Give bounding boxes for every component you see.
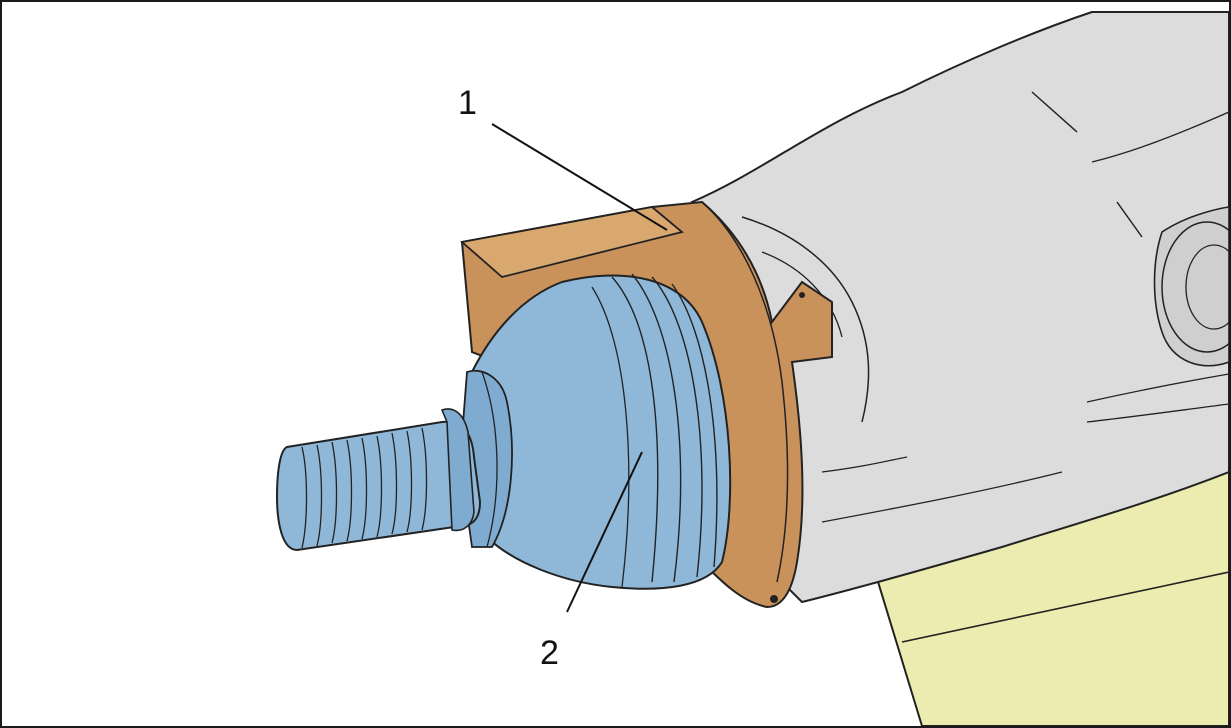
boot-fold-line	[671, 283, 718, 568]
callout-1: 1	[458, 84, 477, 122]
arm-contour-line	[1116, 201, 1143, 238]
arm-contour-line	[1031, 91, 1078, 133]
retaining-plate-lip	[460, 206, 684, 278]
boot-fold-line	[611, 276, 659, 583]
leader-line-1	[491, 123, 668, 231]
control-arm-bushing	[1153, 206, 1229, 367]
retaining-plate-edge	[701, 201, 789, 583]
stud-shoulder	[440, 408, 475, 532]
boot-fold-line	[591, 286, 630, 588]
bushing-ring-inner	[1185, 244, 1229, 330]
boot-fold-line	[631, 273, 682, 583]
stud-threads	[301, 427, 428, 549]
arm-contour-line	[821, 456, 908, 473]
boot-fold-line	[651, 276, 703, 578]
arm-contour-line	[1086, 373, 1229, 403]
leader-line-2	[566, 451, 643, 613]
arm-contour-line	[821, 471, 1063, 523]
plate-bolt-hole	[770, 595, 778, 603]
housing-rib	[741, 216, 870, 423]
arm-contour-line	[1086, 403, 1229, 423]
plate-tab-hole	[799, 292, 805, 298]
bushing-ring-outer	[1161, 221, 1229, 353]
subframe-edge-line	[901, 571, 1229, 643]
control-arm	[690, 11, 1229, 604]
callout-2: 2	[540, 634, 559, 672]
arm-contour-line	[1091, 111, 1229, 163]
boot-collar-line	[481, 371, 498, 548]
housing-rib	[761, 251, 843, 338]
